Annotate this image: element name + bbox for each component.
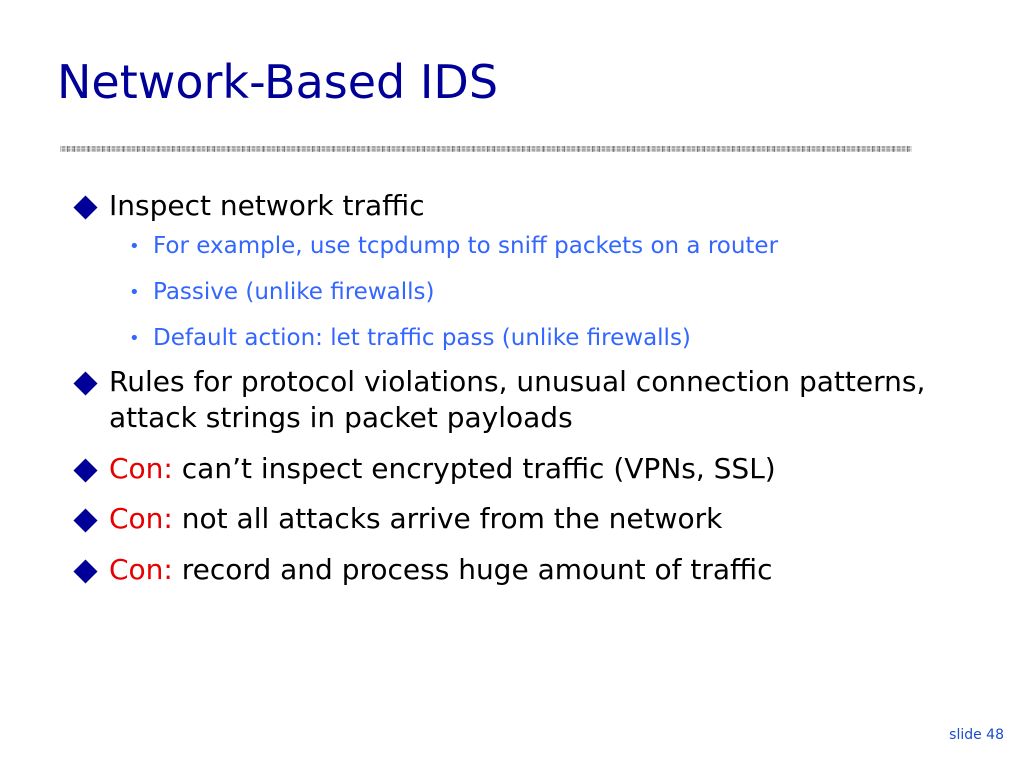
con-label: Con: [109, 552, 173, 586]
dot-bullet-icon: • [129, 328, 140, 350]
con-label: Con: [109, 451, 173, 485]
diamond-bullet-icon [73, 371, 98, 396]
bullet-con-traffic-volume: Con: record and process huge amount of t… [73, 552, 1003, 588]
bullet-con-network: Con: not all attacks arrive from the net… [73, 501, 1003, 537]
bullet-text: can’t inspect encrypted traffic (VPNs, S… [172, 451, 776, 485]
bullet-con-encrypted: Con: can’t inspect encrypted traffic (VP… [73, 451, 1003, 487]
bullet-text: Inspect network traffic [109, 189, 425, 222]
con-label: Con: [109, 502, 173, 536]
diamond-bullet-icon [73, 458, 98, 483]
bullet-text: Rules for protocol violations, unusual c… [109, 365, 926, 435]
slide-title: Network-Based IDS [57, 55, 499, 109]
diamond-bullet-icon [73, 559, 98, 584]
title-divider [60, 146, 912, 152]
sub-bullet-item: • Default action: let traffic pass (unli… [129, 324, 1003, 354]
sub-bullet-item: • For example, use tcpdump to sniff pack… [129, 232, 1003, 262]
sub-bullet-text: Default action: let traffic pass (unlike… [153, 325, 691, 352]
dot-bullet-icon: • [129, 282, 140, 304]
dot-bullet-icon: • [129, 236, 140, 258]
bullet-text: record and process huge amount of traffi… [172, 552, 773, 586]
sub-bullet-list: • For example, use tcpdump to sniff pack… [109, 232, 1003, 354]
slide-content: Inspect network traffic • For example, u… [73, 188, 1003, 602]
sub-bullet-text: Passive (unlike firewalls) [153, 279, 435, 306]
diamond-bullet-icon [73, 195, 98, 220]
diamond-bullet-icon [73, 508, 98, 533]
bullet-rules: Rules for protocol violations, unusual c… [73, 364, 1003, 437]
sub-bullet-text: For example, use tcpdump to sniff packet… [153, 233, 779, 260]
sub-bullet-item: • Passive (unlike firewalls) [129, 278, 1003, 308]
bullet-inspect-traffic: Inspect network traffic • For example, u… [73, 188, 1003, 354]
bullet-text: not all attacks arrive from the network [172, 502, 723, 536]
slide-number: slide 48 [949, 727, 1004, 743]
